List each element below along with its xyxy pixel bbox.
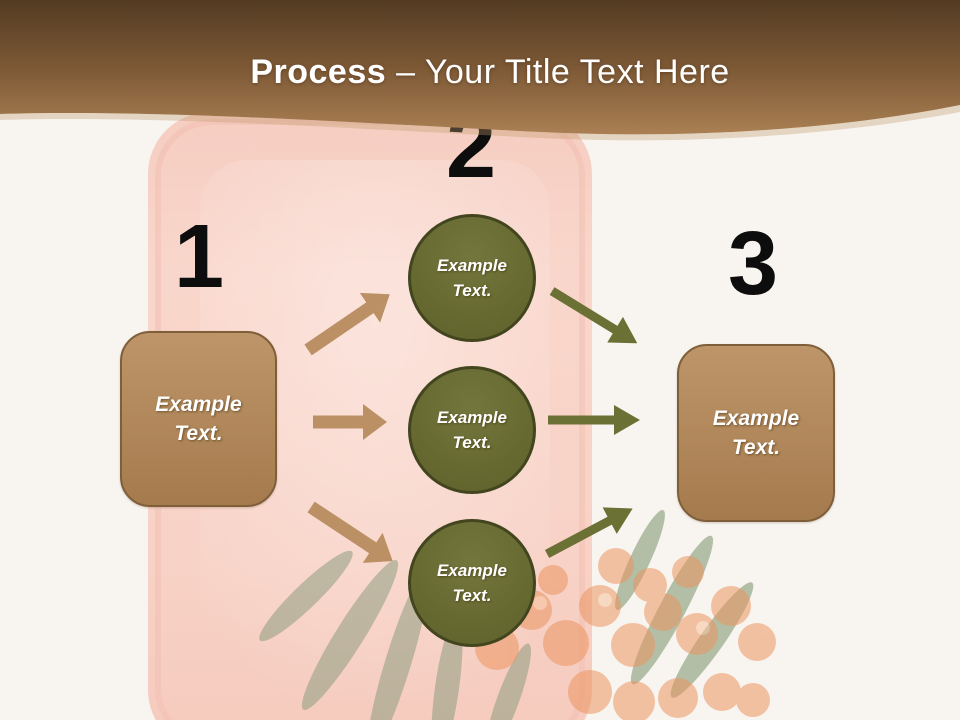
slide-title-rest: – Your Title Text Here bbox=[386, 53, 730, 91]
arrow-box1-to-circle1-icon bbox=[298, 279, 400, 365]
step2-circle-3: Example Text. bbox=[408, 519, 536, 647]
step-number-2: 2 bbox=[445, 97, 497, 197]
arrow-circle1-to-box3-icon bbox=[544, 277, 646, 357]
step2-circle-2: Example Text. bbox=[408, 366, 536, 494]
slide-title: Process – Your Title Text Here bbox=[0, 55, 960, 90]
step-number-3: 3 bbox=[727, 214, 779, 314]
step3-box: Example Text. bbox=[677, 344, 835, 522]
step1-box-label: Example Text. bbox=[155, 392, 242, 445]
step2-circle-3-label: Example Text. bbox=[437, 560, 507, 606]
arrow-circle2-to-box3-icon bbox=[548, 404, 640, 436]
slide-title-emphasis: Process bbox=[250, 53, 387, 91]
step3-box-label: Example Text. bbox=[712, 406, 800, 459]
step1-box: Example Text. bbox=[120, 331, 277, 507]
step2-circle-2-label: Example Text. bbox=[437, 407, 507, 453]
step-number-1: 1 bbox=[173, 207, 225, 307]
step2-circle-1-label: Example Text. bbox=[437, 255, 507, 301]
arrow-circle3-to-box3-icon bbox=[539, 494, 640, 568]
arrow-box1-to-circle2-icon bbox=[313, 404, 387, 440]
step2-circle-1: Example Text. bbox=[408, 214, 536, 342]
arrow-box1-to-circle3-icon bbox=[301, 492, 403, 576]
